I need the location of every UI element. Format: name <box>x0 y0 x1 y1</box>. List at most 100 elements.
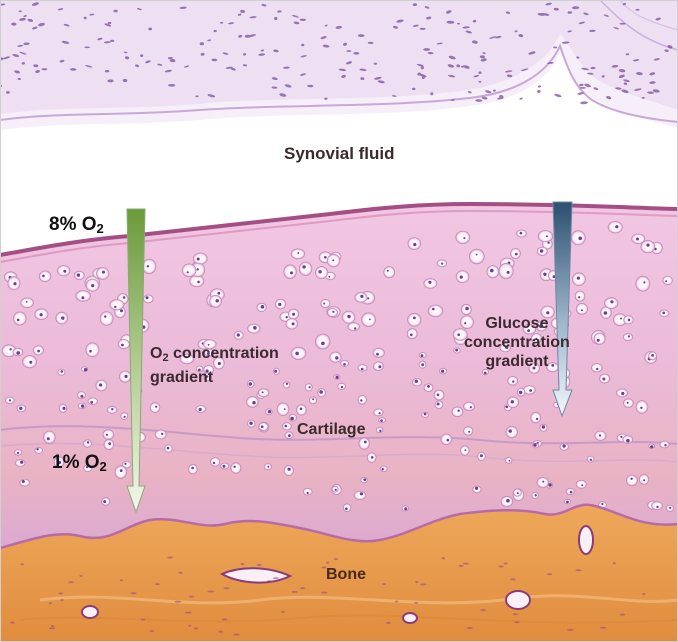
chondrocyte <box>332 486 338 492</box>
chondrocyte <box>286 319 298 330</box>
chondrocyte <box>408 313 421 326</box>
chondrocyte <box>605 298 618 309</box>
chondrocyte <box>376 427 383 432</box>
chondrocyte <box>309 397 316 404</box>
chondrocyte <box>155 430 166 439</box>
chondrocyte <box>56 312 68 324</box>
chondrocyte <box>284 465 293 475</box>
chondrocyte <box>86 279 99 291</box>
chondrocyte <box>275 299 285 309</box>
chondrocyte <box>291 249 305 259</box>
chondrocyte <box>537 247 547 255</box>
chondrocyte <box>473 486 481 493</box>
o2-high-label: 8% O2 <box>49 214 104 236</box>
chondrocyte <box>143 295 153 303</box>
osteocyte <box>600 627 606 629</box>
chondrocyte <box>330 352 341 362</box>
osteocyte <box>395 601 398 603</box>
chondrocyte <box>102 498 110 506</box>
chondrocyte <box>21 298 34 308</box>
osteocyte <box>223 587 230 589</box>
chondrocyte <box>660 441 669 448</box>
osteocyte <box>567 629 574 631</box>
chondrocyte <box>266 409 273 415</box>
osteocyte <box>194 627 198 629</box>
chondrocyte <box>289 414 296 421</box>
osteocyte <box>326 562 329 564</box>
glucose-gradient-line3: gradient <box>485 353 548 370</box>
chondrocyte <box>362 313 376 327</box>
chondrocyte <box>532 492 539 499</box>
chondrocyte <box>367 453 376 463</box>
chondrocyte <box>58 369 65 375</box>
chondrocyte <box>461 446 470 456</box>
chondrocyte <box>96 380 107 391</box>
chondrocyte <box>524 386 536 395</box>
osteocyte <box>222 618 227 620</box>
chondrocyte <box>576 303 587 314</box>
chondrocyte <box>58 266 70 276</box>
chondrocyte <box>623 334 633 341</box>
chondrocyte <box>361 477 368 482</box>
chondrocyte <box>8 277 20 290</box>
osteocyte <box>185 612 191 614</box>
osteocyte <box>68 581 74 583</box>
chondrocyte <box>231 463 241 474</box>
chondrocyte <box>379 418 386 423</box>
synovial-nucleus <box>346 50 351 52</box>
chondrocyte <box>15 460 25 467</box>
chondrocyte <box>327 254 340 267</box>
chondrocyte <box>571 231 585 245</box>
osteocyte <box>442 557 445 559</box>
chondrocyte <box>373 348 384 357</box>
chondrocyte <box>464 402 475 410</box>
chondrocyte <box>299 262 312 275</box>
chondrocyte <box>259 423 268 431</box>
chondrocyte <box>119 371 130 382</box>
chondrocyte <box>291 347 306 359</box>
osteocyte <box>547 573 552 575</box>
osteocyte <box>174 601 181 603</box>
osteocyte <box>292 591 298 593</box>
chondrocyte <box>196 406 206 413</box>
o2-gradient-line2: gradient <box>150 369 213 386</box>
chondrocyte <box>660 310 669 317</box>
chondrocyte <box>531 412 541 423</box>
synovial-fluid-label: Synovial fluid <box>284 144 395 164</box>
chondrocyte <box>439 368 446 374</box>
chondrocyte <box>537 477 549 487</box>
chondrocyte <box>327 308 337 316</box>
osteocyte <box>150 630 155 632</box>
chondrocyte <box>487 266 499 278</box>
chondrocyte <box>14 450 21 456</box>
chondrocyte <box>35 309 48 320</box>
chondrocyte <box>321 299 330 307</box>
chondrocyte <box>115 466 127 479</box>
chondrocyte <box>359 438 370 450</box>
chondrocyte <box>100 312 113 326</box>
chondrocyte <box>303 488 312 495</box>
chondrocyte <box>103 430 114 440</box>
osteocyte <box>480 609 486 611</box>
chondrocyte <box>649 352 657 360</box>
chondrocyte <box>434 390 444 400</box>
osteocyte <box>273 577 279 579</box>
chondrocyte <box>508 376 518 385</box>
osteocyte <box>642 593 645 595</box>
chondrocyte <box>150 403 160 413</box>
chondrocyte <box>121 413 128 420</box>
osteocyte <box>459 565 464 567</box>
synovial-nucleus <box>353 52 359 55</box>
chondrocyte <box>456 271 469 283</box>
glucose-gradient-label: Glucose concentration gradient <box>464 314 570 371</box>
chondrocyte <box>591 364 602 373</box>
osteocyte <box>49 602 52 604</box>
chondrocyte <box>182 264 196 277</box>
o2-low-label: 1% O2 <box>52 452 107 474</box>
osteocyte <box>334 558 338 560</box>
o2-low-subscript: 2 <box>100 459 107 474</box>
chondrocyte <box>666 505 673 511</box>
chondrocyte <box>517 230 527 237</box>
chondrocyte <box>517 388 525 396</box>
glucose-gradient-line1: Glucose <box>485 315 548 332</box>
